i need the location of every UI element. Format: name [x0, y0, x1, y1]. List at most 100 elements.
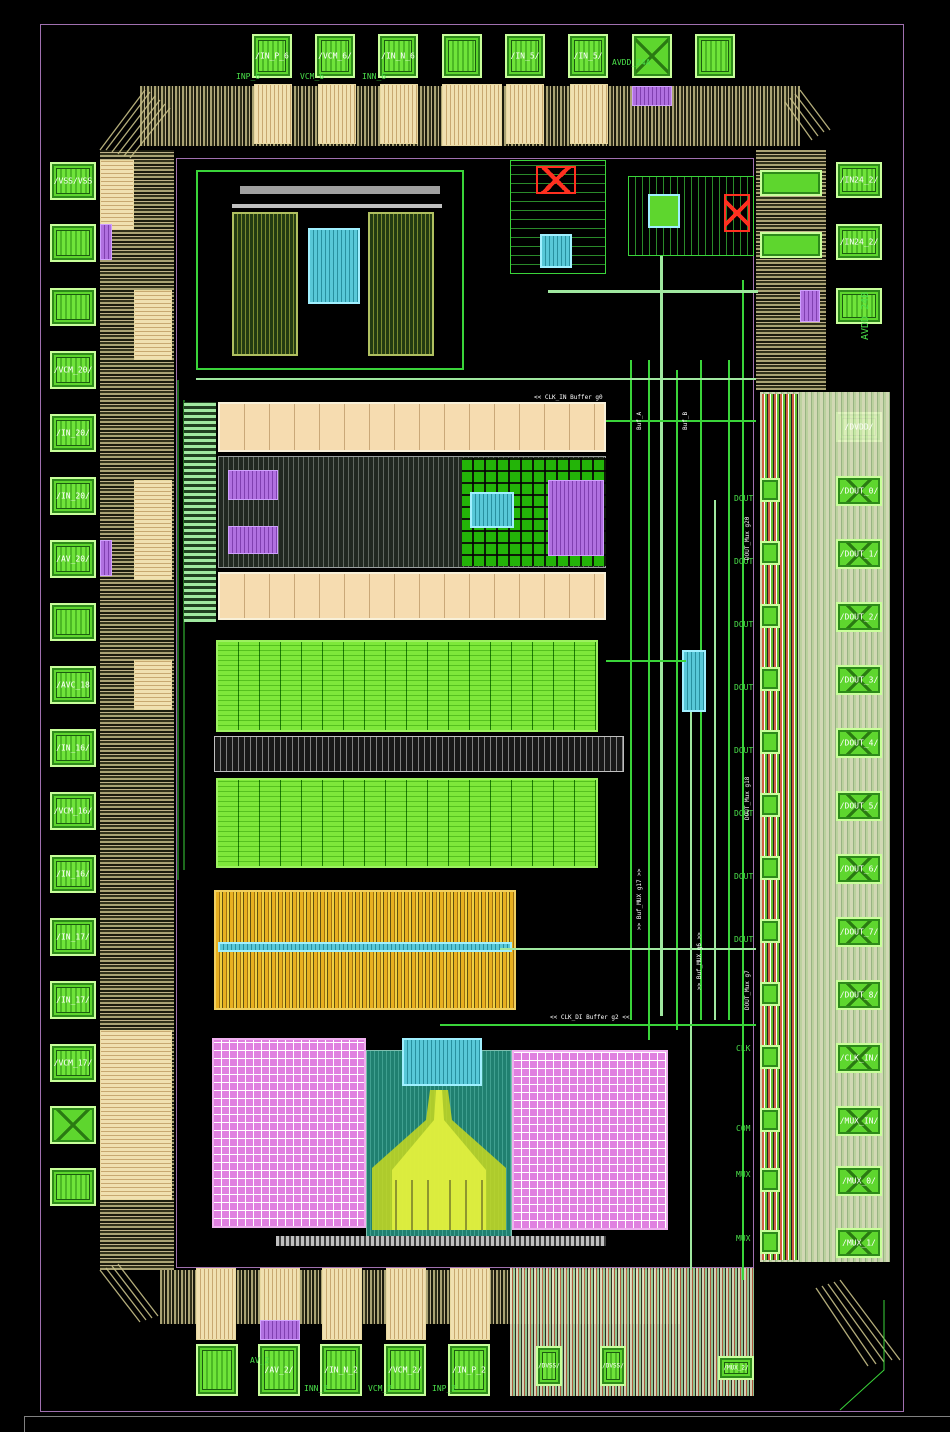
right-pad-8[interactable]: /DOUT_3/: [836, 665, 882, 695]
bottom-sublabel-4: INP_2: [432, 1384, 457, 1393]
left-pad-14[interactable]: /IN_17/: [50, 981, 96, 1019]
top-pad-5[interactable]: /IN_5/: [505, 34, 545, 78]
top-esd-4: [442, 84, 502, 146]
bottom-pad-2[interactable]: /IN_N_2: [320, 1344, 362, 1396]
right-cell-5: [760, 730, 780, 754]
die-outline-inner: [176, 158, 754, 1268]
pad-label: /DOUT_4/: [839, 738, 879, 748]
right-cell-6: [760, 793, 780, 817]
left-pad-7[interactable]: /AV_20/: [50, 540, 96, 578]
route-v8: [728, 360, 730, 1020]
left-pad-2[interactable]: [50, 224, 96, 262]
right-pad-11[interactable]: /DOUT_6/: [836, 854, 882, 884]
left-pad-6[interactable]: /IN_20/: [50, 477, 96, 515]
right-pad-13[interactable]: /DOUT_8/: [836, 980, 882, 1010]
right-pad-17[interactable]: /MUX_1/: [836, 1228, 882, 1258]
pad-label: /AV_2/: [264, 1365, 294, 1375]
left-pad-3[interactable]: [50, 288, 96, 326]
top-pad-2[interactable]: /VCM_6/: [315, 34, 355, 78]
right-cell-7: [760, 856, 780, 880]
right-pad-16[interactable]: /MUX_0/: [836, 1166, 882, 1196]
left-pad-16[interactable]: [50, 1106, 96, 1144]
left-pad-1[interactable]: /VSS/VSS: [50, 162, 96, 200]
left-esd-d: [134, 660, 172, 710]
right-pad-7[interactable]: /DOUT_2/: [836, 602, 882, 632]
left-pad-9[interactable]: /AVC_18: [50, 666, 96, 704]
dout-mux-b-label: DOUT_Mux g18: [744, 776, 751, 820]
center-bottom-bar: [276, 1236, 606, 1246]
pad-label: /DOUT_0/: [839, 486, 879, 496]
right-cell-top-3: [800, 290, 820, 322]
comparator-purple-1: [228, 470, 278, 500]
bottom-sublabel-1: AV_2: [250, 1356, 270, 1365]
pad-label: /DVSS/: [538, 1362, 560, 1370]
bottom-esd-1: [196, 1268, 236, 1340]
top-pad-6[interactable]: /IN_5/: [568, 34, 608, 78]
right-cell-13: [760, 1230, 780, 1254]
right-pad-3[interactable]: [836, 288, 882, 324]
right-pad-15[interactable]: /MUX_IN/: [836, 1106, 882, 1136]
route-v5: [690, 650, 692, 1270]
top-pad-4[interactable]: [442, 34, 482, 78]
bottom-right-pad-2[interactable]: /DVSS/: [600, 1346, 626, 1386]
pad-label: /IN_17/: [56, 932, 90, 942]
pad-label: /IN24_2/: [839, 237, 879, 247]
right-pad-6[interactable]: /DOUT_1/: [836, 539, 882, 569]
bottom-pad-0[interactable]: [196, 1344, 238, 1396]
cap-array-top: [218, 402, 606, 452]
pad-label: /DOUT_8/: [839, 990, 879, 1000]
top-esd-7: [632, 86, 672, 106]
right-pad-12[interactable]: /DOUT_7/: [836, 917, 882, 947]
bufmux2-label: >> Buf_MUX g6 >>: [696, 932, 703, 990]
bottom-right-pad-3[interactable]: /MUX_2/: [718, 1356, 754, 1380]
right-cell-3: [760, 604, 780, 628]
top-pad-3[interactable]: /IN_N_6: [378, 34, 418, 78]
left-pad-8[interactable]: [50, 603, 96, 641]
pad-label: /MUX_0/: [842, 1176, 876, 1186]
pad-label: /DOUT_1/: [839, 549, 879, 559]
left-pad-12[interactable]: /IN_16/: [50, 855, 96, 893]
right-pad-2[interactable]: /IN24_2/: [836, 224, 882, 260]
right-pad-10[interactable]: /DOUT_5/: [836, 791, 882, 821]
top-pad-1[interactable]: /IN_P_6: [252, 34, 292, 78]
route-v7: [714, 500, 716, 1020]
bottom-pad-4[interactable]: /IN_P_2: [448, 1344, 490, 1396]
pad-label: /MUX_2/: [723, 1364, 749, 1372]
left-pad-13[interactable]: /IN_17/: [50, 918, 96, 956]
top-pad-8[interactable]: [695, 34, 735, 78]
footer-line: [24, 1416, 950, 1417]
pink-cap-array-right: [512, 1050, 668, 1230]
top-pad-7[interactable]: [632, 34, 672, 78]
top-esd-3: [380, 84, 418, 144]
left-esd-b: [134, 290, 172, 360]
right-vertical-label: AVDD_24B: [860, 291, 871, 340]
opamp-grey-bar-2: [232, 204, 442, 208]
left-pad-17[interactable]: [50, 1168, 96, 1206]
pad-label: /IN_N_2: [324, 1365, 358, 1375]
route-h5: [440, 1024, 756, 1026]
route-v1: [630, 360, 632, 1020]
route-h4: [500, 948, 756, 950]
bottom-pad-3[interactable]: /VCM_2/: [384, 1344, 426, 1396]
left-esd-f: [100, 224, 112, 260]
route-h3: [606, 660, 686, 662]
left-pad-15[interactable]: /VCM_17/: [50, 1044, 96, 1082]
left-pad-10[interactable]: /IN_16/: [50, 729, 96, 767]
right-pad-5[interactable]: /DOUT_0/: [836, 476, 882, 506]
bottom-pad-1[interactable]: /AV_2/: [258, 1344, 300, 1396]
left-pad-5[interactable]: /IN_20/: [50, 414, 96, 452]
pad-label: /VSS/VSS: [53, 176, 93, 186]
pad-label: /IN_16/: [56, 743, 90, 753]
right-pad-9[interactable]: /DOUT_4/: [836, 728, 882, 758]
pad-label: /VCM_20/: [53, 365, 93, 375]
pad-label: /DOUT_7/: [839, 927, 879, 937]
pad-label: /AVC_18: [56, 680, 90, 690]
right-pad-1[interactable]: /IN24_2/: [836, 162, 882, 198]
bottom-right-pad-1[interactable]: /DVSS/: [536, 1346, 562, 1386]
opamp-grey-bar: [240, 186, 440, 194]
top-sublabel-3: INN_6: [362, 72, 387, 81]
left-pad-11[interactable]: /VCM_16/: [50, 792, 96, 830]
right-pad-14[interactable]: /CLK_IN/: [836, 1043, 882, 1073]
left-pad-4[interactable]: /VCM_20/: [50, 351, 96, 389]
dout-mux-a-label: DOUT_Mux g20: [744, 516, 751, 560]
